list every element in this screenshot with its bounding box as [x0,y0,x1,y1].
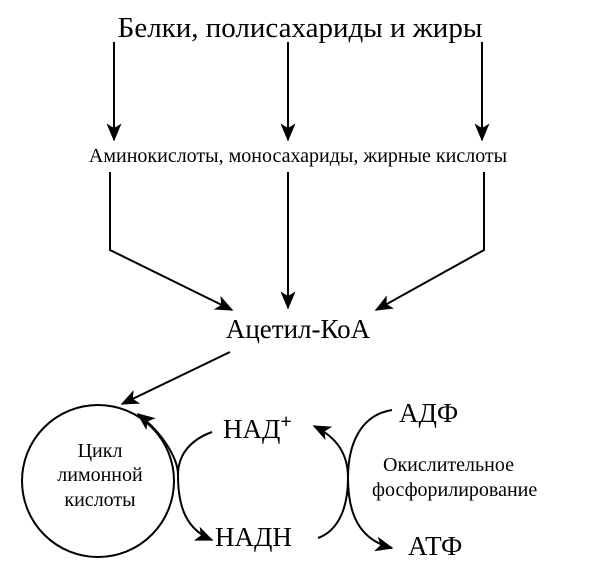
top-label: Белки, полисахариды и жиры [118,12,483,44]
citric-cycle-line1: Цикл [78,440,123,462]
arrow-acetylcoa-to-cycle [120,351,231,405]
citric-cycle-circle [21,404,175,558]
nad-plus-base: НАД [223,414,280,444]
nad-plus-sup: + [280,411,291,433]
oxphos-line2: фосфорилирование [372,479,537,501]
citric-cycle-line2: лимонной [57,464,143,486]
oxphos-line1: Окислительное [383,454,514,476]
acetyl-coa-label: Ацетил-КоА [226,314,371,344]
arrow-nad-to-cycle [136,413,213,476]
arrow-cycle-to-nadh [177,474,214,541]
arrow-nadh-to-nad [312,425,350,539]
nadh-label: НАДН [215,522,292,552]
nad-plus-label: НАД+ [223,411,292,444]
adp-label: АДФ [399,398,458,428]
middle-label: Аминокислоты, моносахариды, жирные кисло… [89,145,507,167]
atp-label: АТФ [408,531,462,561]
arrow-fattyacids-to-acetylcoa [374,172,485,311]
arrow-adp-to-atp [346,409,394,552]
citric-cycle-line3: кислоты [64,489,135,511]
arrow-amino-to-acetylcoa [109,172,234,311]
